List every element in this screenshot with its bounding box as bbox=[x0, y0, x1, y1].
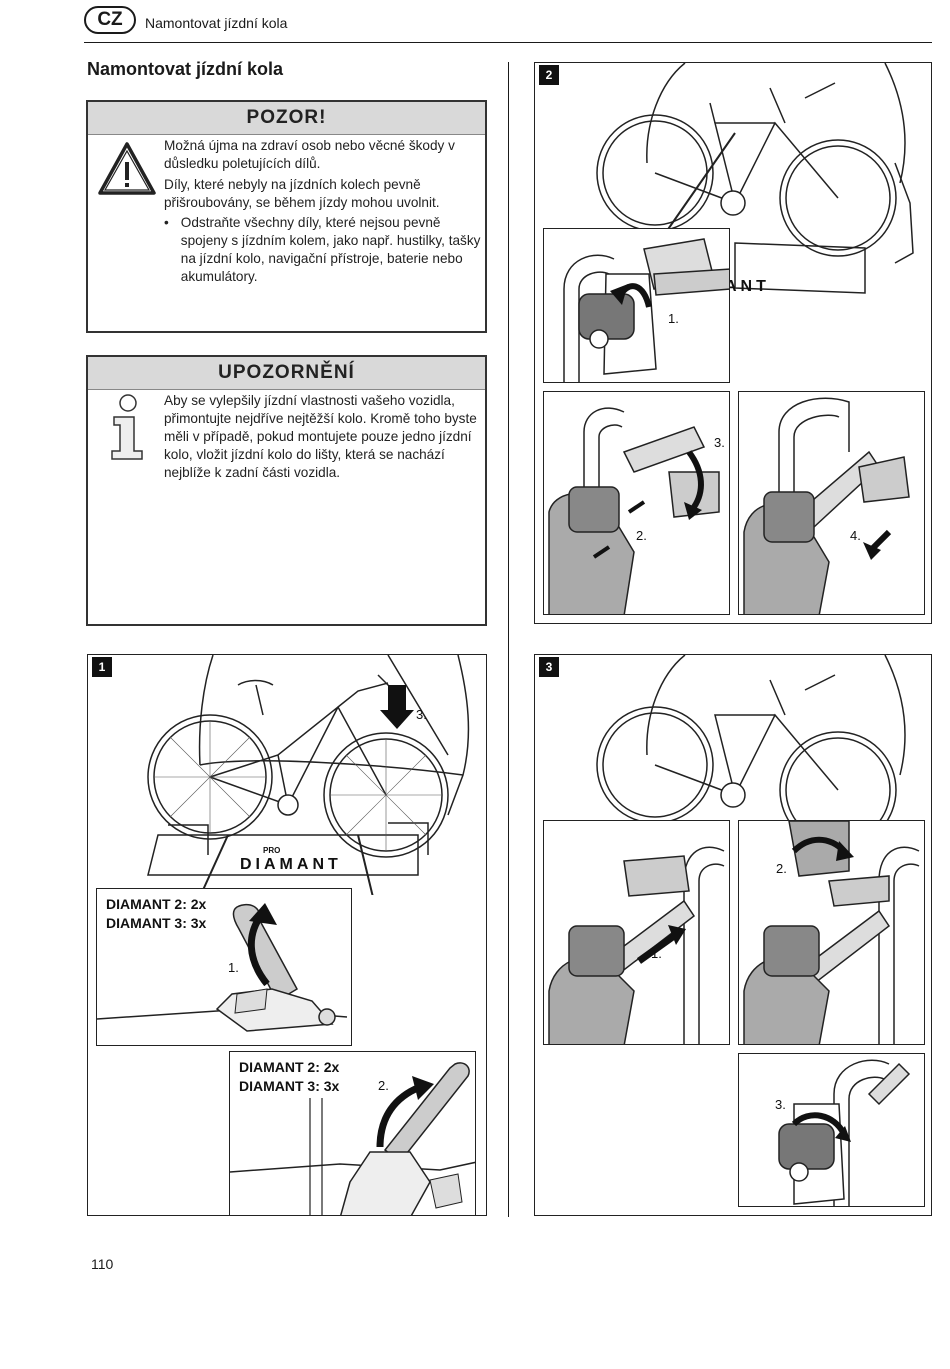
warning-paragraph: Možná újma na zdraví osob nebo věcné ško… bbox=[164, 138, 455, 171]
brand-label: PRO bbox=[263, 846, 280, 855]
notice-heading: UPOZORNĚNÍ bbox=[88, 357, 485, 390]
rail-insert-inset: 1. bbox=[543, 820, 730, 1045]
hand-illustration bbox=[548, 407, 720, 614]
figure-2: 2 ANT 1. bbox=[534, 62, 932, 624]
inset-text: DIAMANT 2: 2x DIAMANT 3: 3x bbox=[106, 895, 206, 933]
inset-text: DIAMANT 2: 2x DIAMANT 3: 3x bbox=[239, 1058, 339, 1096]
warning-text: Možná újma na zdraví osob nebo věcné ško… bbox=[164, 137, 482, 286]
hand-release-inset: 3. 2. bbox=[543, 391, 730, 615]
knob-tighten-inset: 3. bbox=[738, 1053, 925, 1207]
figure-3: 3 1. bbox=[534, 654, 932, 1216]
figure-number: 1 bbox=[92, 657, 112, 677]
step-label: 3. bbox=[775, 1097, 786, 1112]
carrier-label: ANT bbox=[725, 278, 770, 295]
step-label: 3. bbox=[416, 707, 427, 722]
warning-box: POZOR! Možná újma na zdraví osob nebo vě… bbox=[86, 100, 487, 333]
bullet-mark: • bbox=[164, 215, 169, 230]
warning-paragraph: Díly, které nebyly na jízdních kolech pe… bbox=[164, 177, 440, 210]
header-divider bbox=[84, 42, 932, 43]
inset-line: DIAMANT 2: 2x bbox=[106, 896, 207, 912]
lever-inset-a: DIAMANT 2: 2x DIAMANT 3: 3x 1. bbox=[96, 888, 352, 1046]
lever-illustration bbox=[230, 1062, 475, 1215]
knob-illustration bbox=[548, 846, 725, 1044]
warning-bullet-text: Odstraňte všechny díly, které nejsou pev… bbox=[180, 215, 481, 284]
rail-close-inset: 2. bbox=[738, 820, 925, 1045]
lever-illustration bbox=[97, 903, 348, 1032]
inset-line: DIAMANT 2: 2x bbox=[239, 1059, 340, 1075]
warning-triangle-icon bbox=[96, 140, 158, 198]
notice-text: Aby se vylepšily jízdní vlastnosti vašeh… bbox=[164, 393, 477, 480]
step-label: 2. bbox=[636, 528, 647, 543]
step-label: 1. bbox=[668, 311, 679, 326]
header-title: Namontovat jízdní kola bbox=[145, 15, 288, 31]
hand-open-inset: 4. bbox=[738, 391, 925, 615]
step-label: 4. bbox=[850, 528, 861, 543]
notice-box: UPOZORNĚNÍ Aby se vylepšily jízdní vlast… bbox=[86, 355, 487, 626]
bike-on-carrier-illustration bbox=[596, 655, 906, 825]
figure-number: 2 bbox=[539, 65, 559, 85]
lever-inset-b: DIAMANT 2: 2x DIAMANT 3: 3x 2. bbox=[229, 1051, 476, 1215]
info-icon bbox=[108, 393, 148, 463]
step-label: 1. bbox=[651, 946, 662, 961]
step-label: 3. bbox=[714, 435, 725, 450]
step-label: 2. bbox=[776, 861, 787, 876]
hand-illustration bbox=[743, 821, 920, 1044]
carrier-label: DIAMANT bbox=[240, 856, 342, 873]
section-title: Namontovat jízdní kola bbox=[87, 59, 284, 79]
page-number: 110 bbox=[91, 1256, 114, 1272]
hand-illustration bbox=[743, 397, 910, 614]
warning-bullet: • Odstraňte všechny díly, které nejsou p… bbox=[164, 214, 482, 286]
locking-knob-inset: 1. bbox=[543, 228, 730, 383]
knob-illustration bbox=[778, 1059, 911, 1206]
bike-on-carrier-illustration: DIAMANT PRO bbox=[147, 655, 470, 895]
inset-line: DIAMANT 3: 3x bbox=[239, 1078, 340, 1094]
step-label: 2. bbox=[378, 1078, 389, 1093]
column-divider bbox=[508, 62, 509, 1217]
knob-illustration bbox=[563, 238, 729, 382]
figure-number: 3 bbox=[539, 657, 559, 677]
figure-1: 1 DIAMANT PRO 3. DIAM bbox=[87, 654, 487, 1216]
step-label: 1. bbox=[228, 960, 239, 975]
inset-line: DIAMANT 3: 3x bbox=[106, 915, 207, 931]
warning-heading: POZOR! bbox=[88, 102, 485, 135]
language-badge: CZ bbox=[84, 6, 136, 34]
